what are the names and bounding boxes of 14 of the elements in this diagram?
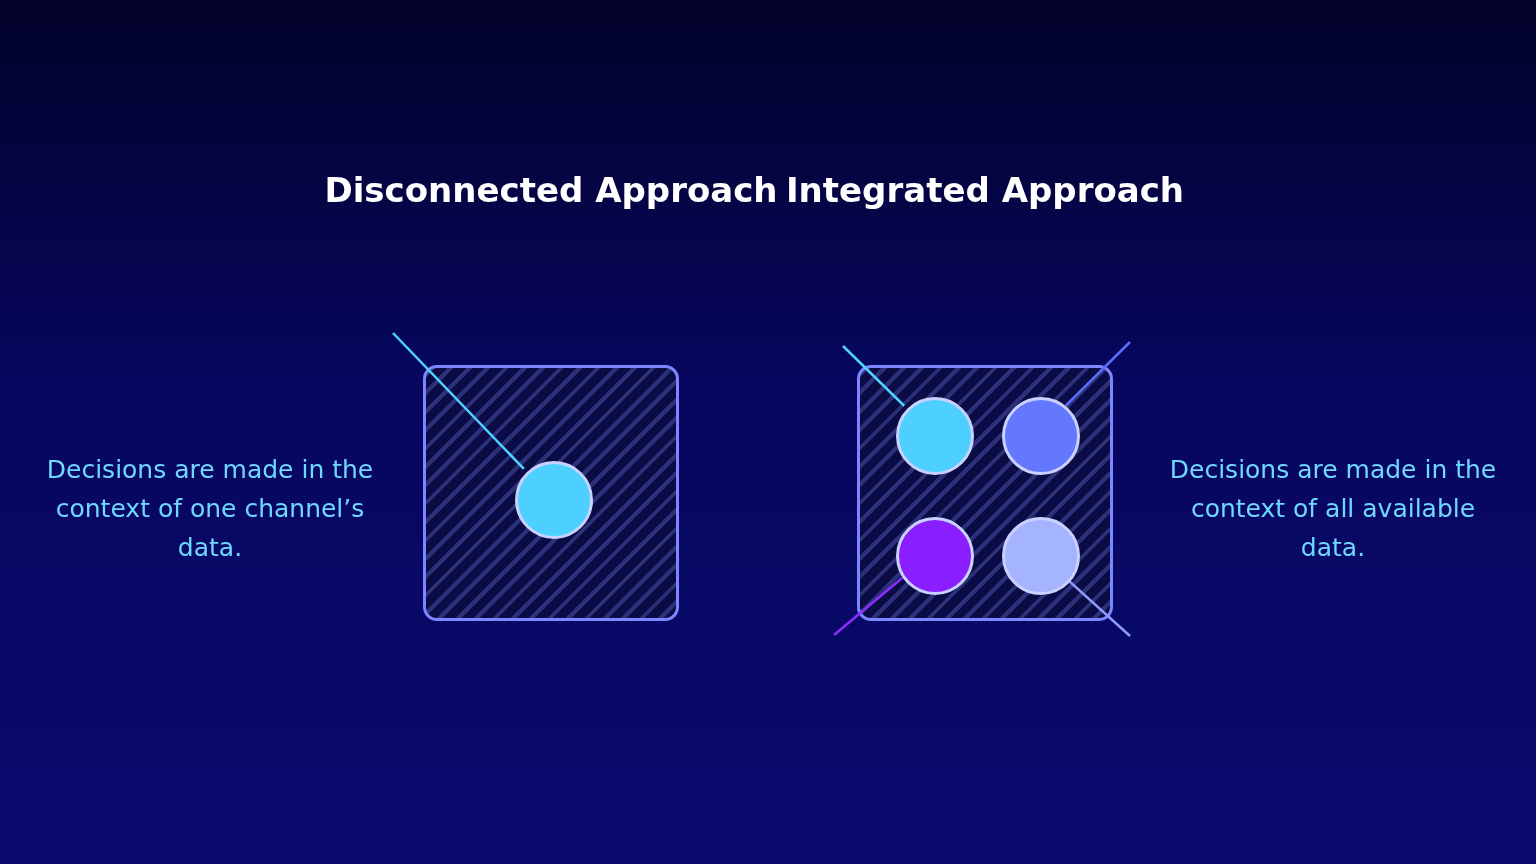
connector-line [833, 577, 903, 636]
circle-marker [896, 517, 974, 595]
circle-marker [1002, 397, 1080, 475]
connector-line [1064, 341, 1131, 407]
hatched-square [857, 365, 1113, 621]
connector-line [842, 345, 905, 407]
connector-line [392, 332, 525, 470]
description: Decisions are made in the context of all available data. [1168, 454, 1498, 564]
hatched-square [423, 365, 679, 621]
description: Decisions are made in the context of one channel’s data. [45, 454, 375, 564]
circle-marker [1002, 517, 1080, 595]
heading: Disconnected Approach [323, 169, 779, 212]
circle-marker [896, 397, 974, 475]
circle-marker [515, 461, 593, 539]
